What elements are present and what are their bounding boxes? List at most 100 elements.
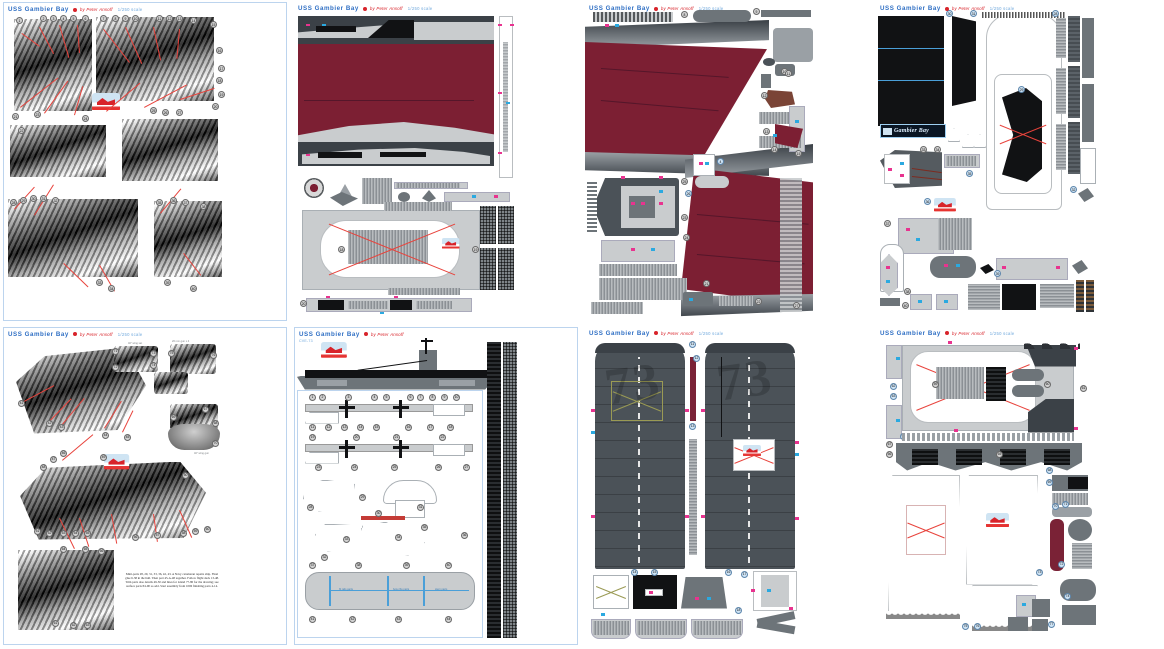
glue-tab-marker [591,514,595,518]
sheet-6[interactable]: USS Gambier Bay by Peter Ansoff CVE-73 [291,324,582,649]
model-logo-badge [321,341,347,358]
builder-notes: Mini-parts 28, 29, 31, 33, 36, 42, 43. A… [125,571,219,589]
sheet-2[interactable]: USS Gambier Bay by Peter Ansoff 1/250 sc… [291,0,582,325]
callout-number: 48 [40,463,47,471]
hangar-wall-part [952,16,976,106]
sheet-3-header: USS Gambier Bay by Peter Ansoff 1/250 sc… [589,3,867,14]
radar-dish-part [168,423,220,450]
callout-number: 66 [98,547,105,555]
fold-marker [944,300,948,303]
glue-tab-marker [394,296,398,298]
red-strip-part [690,386,696,421]
bow-former [305,411,339,424]
callout-number: 61 [1080,384,1087,392]
hull-antifouling-panel [298,44,494,136]
callout-number: 1 [309,393,316,401]
railing-detail [593,620,629,635]
callout-number: 69 [1046,478,1053,486]
callout-number: 17 [218,65,225,72]
callout-number: 25 [150,107,157,114]
sheet-title: USS Gambier Bay [880,5,941,12]
small-fitting [763,58,775,66]
callout-number: 37 [309,561,316,569]
keel-former-strip [305,403,473,412]
callout-number: 20 [212,103,219,110]
model-logo-badge [934,198,956,212]
callout-number: 16 [216,47,223,54]
callout-number: 33 [96,279,103,286]
callout-number: 70 [1052,502,1059,510]
callout-number: 30 [30,195,37,202]
red-strip-part [690,356,696,399]
net-part [498,248,514,290]
sheet-title: USS Gambier Bay [589,5,650,12]
sheet-credit: by Peter Ansoff [79,7,113,12]
callout-number: 51 [34,527,41,535]
sheet-3[interactable]: USS Gambier Bay by Peter Ansoff 1/250 sc… [582,0,873,325]
callout-number: 9 [753,8,760,15]
callout-number: 36 [924,198,931,205]
callout-number: 37 [884,220,891,227]
red-strip-part [1050,518,1064,571]
photo-label: 40" wing set [128,341,143,345]
railing-detail [637,620,685,635]
glue-tab-marker [906,228,910,231]
callout-number: 49 [100,453,107,461]
catwalk-column [1068,122,1080,174]
sheet-5[interactable]: USS Gambier Bay by Peter Ansoff 1/250 sc… [0,324,291,649]
callout-number: 24 [351,463,358,471]
bulkhead-detail [1000,448,1026,465]
callout-number: 74 [1064,592,1071,600]
callout-number: 8 [681,11,688,18]
sheet-1[interactable]: USS Gambier Bay by Peter Ansoff 1/250 sc… [0,0,291,325]
callout-number: 45 [124,433,131,441]
callout-number: 19 [218,91,225,98]
glue-tab-marker [701,408,705,412]
sheet-1-header: USS Gambier Bay by Peter Ansoff 1/250 sc… [8,4,284,15]
keel-former-strip [305,443,473,452]
callout-number: 39 [164,279,171,286]
shaped-part [880,254,898,296]
reference-photo [14,19,92,111]
callout-number: 12 [166,15,173,22]
sheet-title: USS Gambier Bay [298,5,359,12]
reference-photo [8,199,138,277]
sheet-8[interactable]: USS Gambier Bay by Peter Ansoff 1/250 sc… [873,324,1164,649]
callout-number: 27 [176,109,183,116]
glue-tab-marker [795,440,799,444]
callout-number: 24 [82,115,89,122]
callout-number: 8 [112,15,119,22]
callout-number: 64 [60,545,67,553]
callout-number: 7 [100,15,107,22]
fold-marker [506,102,510,104]
fold-marker [322,24,326,26]
fold-marker [896,418,900,422]
callout-number: 31 [970,10,977,17]
callout-number: 43 [395,615,402,623]
callout-number: 20 [300,300,307,307]
boxed-part [693,154,715,176]
sheet-4[interactable]: USS Gambier Bay by Peter Ansoff 1/250 sc… [873,0,1164,325]
dark-strip [390,300,412,310]
fold-marker [773,134,777,137]
sheet-7[interactable]: USS Gambier Bay by Peter Ansoff 1/250 sc… [582,324,873,649]
callout-number: 13 [176,15,183,22]
glue-tab-marker [1074,346,1078,350]
strip-part [761,10,811,17]
callout-number: 17 [427,423,434,431]
detail-photo [154,371,188,394]
callout-number: 28 [10,199,17,206]
bulkhead-tab [339,445,355,449]
machinery-grating [936,366,984,399]
rudder-part [330,192,358,206]
callout-number: 67 [886,440,893,448]
glue-tab-marker [900,174,904,177]
glue-tab-marker [649,590,653,594]
small-part [1052,506,1092,517]
reference-photo [122,119,218,181]
small-fitting [1072,260,1088,274]
sheet-title: USS Gambier Bay [8,330,69,338]
callout-number: 73 [1036,568,1043,576]
bulkhead-detail [956,448,982,465]
callout-number: 60 [1044,380,1051,388]
